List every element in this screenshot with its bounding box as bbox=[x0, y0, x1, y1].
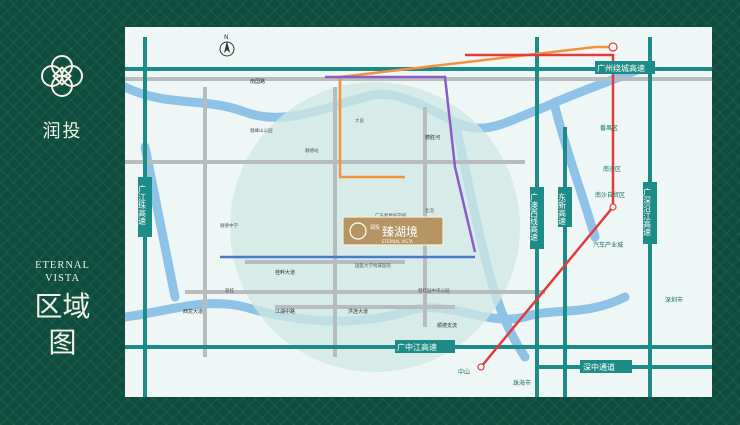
project-name: 臻湖境 bbox=[382, 224, 418, 239]
road-xilong: 西龙大道 bbox=[183, 308, 203, 315]
hwy-gz-shen-box bbox=[643, 182, 657, 244]
station-gz-south[interactable] bbox=[608, 42, 618, 52]
hwy-gz-jiang: 广江珠高速 bbox=[138, 184, 147, 226]
brand-english-line-1: ETERNAL bbox=[35, 260, 90, 271]
road-honglian: 洪连大道 bbox=[348, 308, 368, 315]
hwy-shenzhong-box bbox=[580, 360, 632, 373]
metro-stations bbox=[477, 42, 618, 371]
region-title-line-1: 区域 bbox=[34, 290, 91, 323]
poi-15: 碧桂园中央公园 bbox=[418, 287, 450, 294]
metro-line-orange-branch bbox=[338, 77, 405, 179]
district-panyu: 番禺区 bbox=[600, 125, 618, 132]
map-canvas: 广州绕城高速 广江珠高速 广澳西线高速 东新高速 广深沿江高速 广中江高速 深中… bbox=[125, 34, 712, 397]
district-zhongshan: 中山 bbox=[458, 368, 470, 376]
project-marker[interactable]: 润投 臻湖境 ETERNAL VISTA bbox=[342, 216, 444, 246]
brand-name-small: 润投 bbox=[42, 121, 83, 142]
hwy-gz-shen: 广深沿江高速 bbox=[643, 187, 652, 237]
poi-7: 顺德中学 bbox=[220, 222, 238, 229]
brand-logo-icon bbox=[41, 55, 83, 97]
project-logo-icon bbox=[349, 222, 367, 240]
project-english: ETERNAL VISTA bbox=[382, 239, 413, 244]
district-shenzhen: 深圳市 bbox=[665, 296, 683, 304]
region-title-line-2: 图 bbox=[48, 326, 77, 359]
poi-12: 国医大学附属医院 bbox=[355, 262, 391, 269]
metro-line-red bbox=[465, 53, 615, 368]
district-labels: 番禺区 南沙区 南沙自贸区 汽车产业城 中山 珠海市 深圳市 bbox=[458, 125, 683, 387]
road-jiangrong: 江湖中路 bbox=[275, 308, 295, 315]
region-map: 广州绕城高速 广江珠高速 广澳西线高速 东新高速 广深沿江高速 广中江高速 深中… bbox=[125, 27, 712, 397]
district-zhuhai: 珠海市 bbox=[513, 379, 531, 387]
road-nanguo: 南国路 bbox=[250, 78, 265, 85]
hwy-gz-jiang-box bbox=[138, 177, 152, 237]
hwy-gz-xi: 广澳西线高速 bbox=[530, 192, 539, 242]
poi-6: 大良 bbox=[355, 117, 364, 124]
hwy-dongxin: 东新高速 bbox=[558, 192, 567, 226]
hwy-gz-ring: 广州绕城高速 bbox=[597, 63, 645, 73]
poi-9: 广东新世纪学校 bbox=[375, 212, 407, 219]
road-desheng: 德胜河 bbox=[425, 134, 440, 141]
project-prefix: 润投 bbox=[370, 224, 380, 231]
hwy-gz-xi-box bbox=[530, 187, 544, 249]
brand-english-line-2: VISTA bbox=[44, 273, 81, 284]
hwy-shenzhong: 深中通道 bbox=[583, 362, 615, 372]
hwy-gz-zhongjiang-box bbox=[395, 340, 455, 353]
compass-letter: N bbox=[224, 34, 229, 41]
road-guihe: 桂畔大道 bbox=[275, 269, 295, 276]
hwy-gz-zhongjiang: 广中江高速 bbox=[397, 342, 437, 352]
station-shunde[interactable] bbox=[609, 203, 617, 211]
region-title: 区域 图 bbox=[0, 289, 125, 361]
metro-line-purple bbox=[325, 75, 477, 253]
district-nansha: 南沙区 bbox=[603, 165, 621, 173]
road-shunde: 顺德支流 bbox=[437, 322, 457, 329]
station-shunde-east[interactable] bbox=[477, 363, 485, 371]
road-labels: 南国路 德胜河 顺德支流 桂畔大道 江湖中路 洪连大道 西龙大道 bbox=[183, 78, 457, 329]
district-nansha-free: 南沙自贸区 bbox=[595, 191, 625, 199]
poi-11: 北滘 bbox=[425, 207, 434, 214]
hwy-dongxin-box bbox=[558, 187, 572, 227]
district-auto: 汽车产业城 bbox=[593, 241, 623, 249]
poi-19: 容桂 bbox=[225, 287, 234, 294]
brand-panel: 润投 臻湖境 ETERNAL VISTA 区域 图 bbox=[0, 0, 166, 425]
poi-1: 顺德站 bbox=[305, 147, 319, 154]
brand-english: ETERNAL VISTA bbox=[0, 259, 125, 285]
hwy-gz-ring-box bbox=[595, 61, 655, 74]
compass-icon: N bbox=[219, 34, 235, 57]
poi-labels: 顺峰山公园 顺德站 顺德中学 大良 广东新世纪学校 国医大学附属医院 北滘 碧桂… bbox=[220, 117, 450, 294]
poi-0: 顺峰山公园 bbox=[250, 127, 273, 134]
highway-labels: 广州绕城高速 广江珠高速 广澳西线高速 东新高速 广深沿江高速 广中江高速 深中… bbox=[138, 61, 657, 373]
